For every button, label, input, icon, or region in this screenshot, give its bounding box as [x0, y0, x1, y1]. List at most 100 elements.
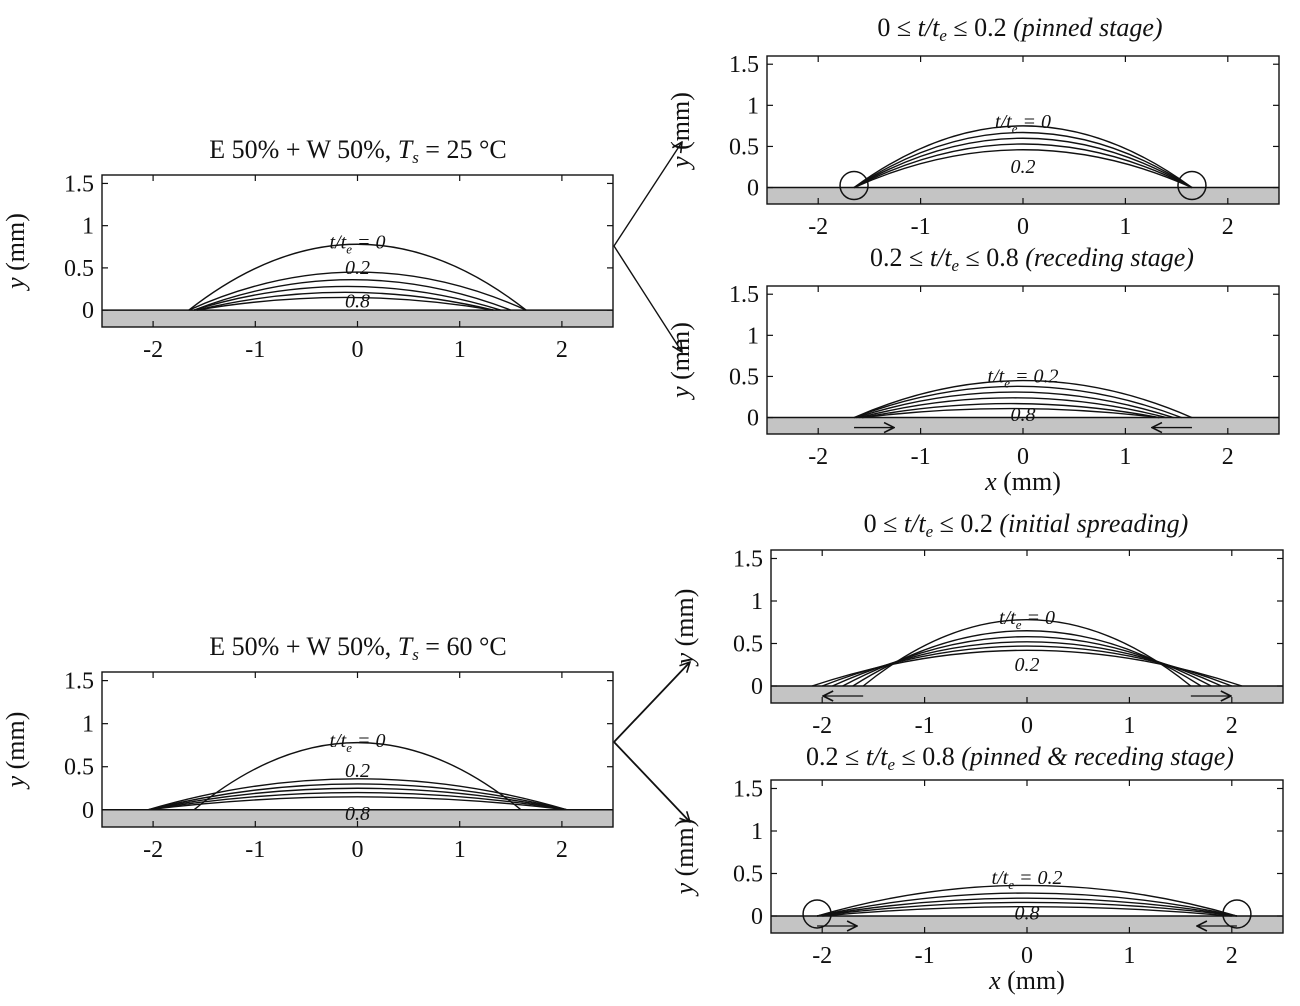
x-tick-label: 2 — [556, 337, 568, 363]
connector-arrows — [613, 142, 690, 822]
profile-curve-4 — [862, 402, 1160, 419]
panel-title-0: E 50% + W 50%, Ts = 25 °C — [209, 135, 506, 167]
profile-curve-1 — [188, 271, 527, 311]
curve-annotation-1: 0.2 — [1011, 156, 1036, 178]
y-axis-label: y (mm) — [670, 589, 699, 668]
y-tick-label: 0 — [751, 674, 763, 700]
curve-annotation-0: t/te = 0 — [999, 607, 1055, 632]
profile-curve-4 — [147, 791, 568, 811]
y-tick-label: 0.5 — [729, 134, 759, 160]
x-tick-label: 0 — [1021, 943, 1033, 969]
x-tick-label: -2 — [143, 337, 163, 363]
x-tick-label: 2 — [1226, 943, 1238, 969]
x-tick-label: 2 — [556, 837, 568, 863]
curve-annotation-0: t/te = 0 — [330, 730, 386, 755]
x-tick-label: 2 — [1222, 214, 1234, 240]
profile-curve-0 — [193, 741, 522, 811]
substrate — [771, 916, 1283, 933]
y-tick-label: 0 — [751, 904, 763, 930]
y-axis-label: y (mm) — [1, 213, 30, 292]
y-tick-label: 1.5 — [729, 282, 759, 308]
substrate — [102, 809, 613, 827]
curve-annotation-0: t/te = 0 — [995, 111, 1051, 136]
profile-curve-4 — [853, 149, 1193, 189]
x-tick-label: 2 — [1226, 713, 1238, 739]
x-tick-label: 1 — [1123, 713, 1135, 739]
profile-curve-1 — [147, 778, 568, 811]
y-tick-label: 1 — [751, 819, 763, 845]
substrate — [102, 310, 613, 327]
curve-annotation-1: 0.2 — [345, 760, 370, 782]
profile-curve-1 — [816, 892, 1238, 917]
y-tick-label: 1.5 — [729, 52, 759, 78]
profile-curve-4 — [196, 291, 494, 311]
x-axis-label: x (mm) — [984, 467, 1061, 496]
profile-curve-1 — [853, 131, 1193, 189]
panel-title-3: E 50% + W 50%, Ts = 60 °C — [209, 632, 506, 664]
x-tick-label: -1 — [911, 444, 931, 470]
profile-curve-1 — [853, 385, 1182, 419]
arrow-to-receding-stage — [613, 245, 682, 352]
arrow-to-pinned-stage — [613, 142, 682, 247]
curve-annotation-0: t/te = 0 — [330, 232, 386, 257]
curve-annotation-1: 0.8 — [1015, 902, 1040, 924]
profile-curve-2 — [855, 391, 1174, 419]
y-tick-label: 0 — [747, 176, 759, 202]
profile-curve-0 — [816, 884, 1238, 917]
x-tick-label: 1 — [454, 837, 466, 863]
y-tick-label: 0.5 — [729, 364, 759, 390]
profile-curve-0 — [853, 125, 1193, 189]
y-tick-label: 1.5 — [733, 777, 763, 803]
x-tick-label: -2 — [808, 444, 828, 470]
curve-annotation-0: t/te = 0.2 — [992, 867, 1063, 892]
y-tick-label: 0 — [82, 298, 94, 324]
panel-title-5: 0.2 ≤ t/te ≤ 0.8 (pinned & receding stag… — [806, 742, 1234, 774]
profile-curve-5 — [811, 649, 1243, 687]
y-tick-label: 0.5 — [64, 755, 94, 781]
y-tick-label: 0.5 — [733, 632, 763, 658]
profile-curve-0 — [862, 619, 1192, 687]
substrate — [767, 187, 1279, 204]
x-tick-label: 0 — [352, 837, 364, 863]
x-tick-label: -2 — [808, 214, 828, 240]
curve-annotation-0: t/te = 0.2 — [988, 365, 1059, 390]
pinned-contact-circle-right — [1177, 170, 1207, 201]
y-tick-label: 1 — [747, 93, 759, 119]
x-tick-label: 0 — [1017, 214, 1029, 240]
x-tick-label: 1 — [1119, 444, 1131, 470]
y-tick-label: 0 — [747, 406, 759, 432]
arrow-to-pinned-receding-stage — [613, 741, 690, 822]
profile-curve-0 — [853, 380, 1193, 419]
profile-curve-5 — [862, 407, 1160, 419]
profile-curve-5 — [196, 296, 494, 311]
panel-title-2: 0.2 ≤ t/te ≤ 0.8 (receding stage) — [870, 243, 1194, 275]
profile-curve-2 — [147, 783, 568, 811]
y-tick-label: 1.5 — [64, 669, 94, 695]
y-tick-label: 1 — [747, 323, 759, 349]
profile-curve-3 — [853, 143, 1193, 189]
y-tick-label: 0.5 — [64, 256, 94, 282]
y-axis-label: y (mm) — [1, 712, 30, 791]
profile-curve-2 — [816, 897, 1238, 917]
x-tick-label: 0 — [352, 337, 364, 363]
pinned-contact-circle-left — [839, 170, 869, 201]
profile-curve-3 — [817, 901, 1237, 917]
x-tick-label: -1 — [915, 943, 935, 969]
curve-annotation-2: 0.8 — [345, 291, 370, 313]
curve-annotation-1: 0.2 — [345, 257, 370, 279]
x-tick-label: -2 — [812, 943, 832, 969]
x-tick-label: 1 — [454, 337, 466, 363]
x-tick-label: 0 — [1021, 713, 1033, 739]
profile-curve-3 — [147, 787, 568, 811]
x-tick-label: 2 — [1222, 444, 1234, 470]
x-tick-label: -1 — [911, 214, 931, 240]
profile-curve-4 — [822, 905, 1232, 917]
panel-title-1: 0 ≤ t/te ≤ 0.2 (pinned stage) — [877, 13, 1162, 45]
x-tick-label: -2 — [812, 713, 832, 739]
y-tick-label: 1 — [82, 214, 94, 240]
